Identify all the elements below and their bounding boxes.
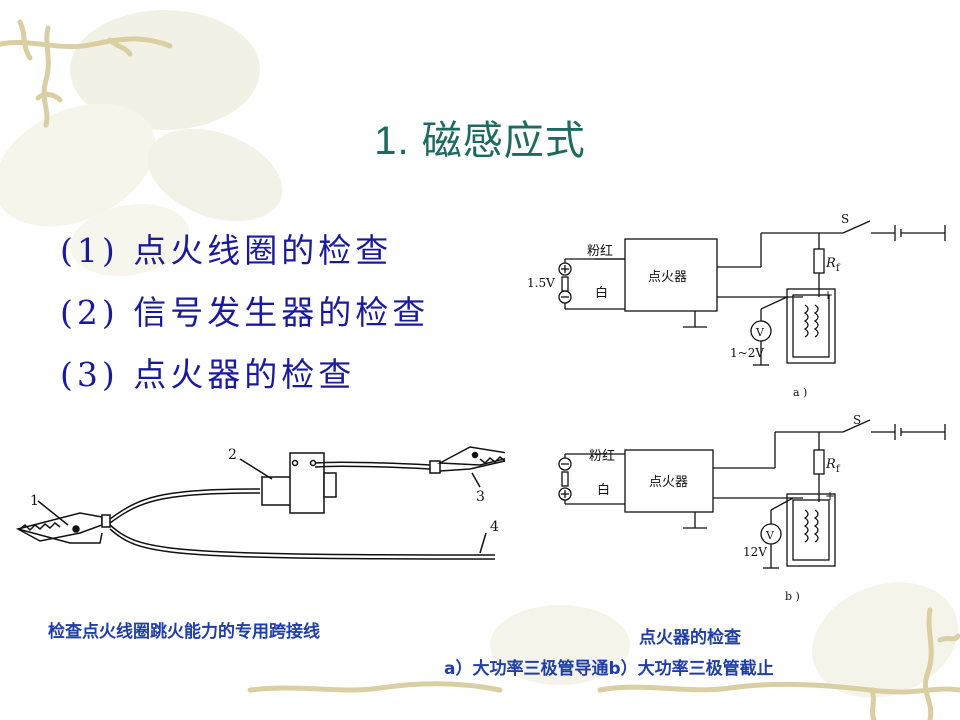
meter-label: V (755, 326, 765, 339)
caption-b-marker: b (608, 659, 621, 679)
ignition-coil-icon (786, 493, 836, 567)
igniter-label: 点火器 (648, 270, 687, 285)
leaf-decoration-top-left (0, 10, 283, 277)
igniter-label: 点火器 (649, 475, 688, 490)
ignition-coil-icon (786, 288, 836, 364)
meter-reading: 12V (743, 545, 767, 559)
white-wire-label: 白 (597, 482, 610, 498)
list-item: (1) 点火线圈的检查 (60, 231, 393, 270)
figure-caption-a: a ) (793, 386, 807, 399)
alligator-clip-right (429, 446, 505, 474)
switch-label: S (841, 212, 849, 226)
pink-wire-label: 粉红 (587, 243, 613, 259)
resistor-icon (813, 248, 825, 274)
plus-label: + (823, 288, 833, 302)
vine-bottom (247, 607, 960, 720)
leaf-decoration-bottom-right (490, 582, 958, 698)
check-list: (1) 点火线圈的检查 (2) 信号发生器的检查 (3) 点火器的检查 (60, 226, 429, 412)
jumper-figure-caption: 检查点火线圈跳火能力的专用跨接线 (48, 622, 320, 642)
callout-label: 4 (490, 519, 499, 535)
callout-label: 2 (228, 447, 237, 463)
resistor-subscript: f (836, 263, 841, 274)
ignition-circuit-b: 粉红 白 点火器 S R f + V 12V b ) (558, 413, 946, 603)
alligator-clip-left (15, 512, 111, 544)
figure-caption-b: b ) (785, 590, 800, 603)
callout-label: 1 (30, 493, 39, 509)
igniter-figure-caption-detail: a）大功率三极管导通b）大功率三极管截止 (444, 654, 774, 679)
list-item: (3) 点火器的检查 (60, 355, 356, 394)
resistor-icon (813, 449, 825, 475)
resistor-subscript: f (836, 464, 841, 475)
white-wire-label: 白 (595, 285, 608, 301)
igniter-box (624, 238, 718, 312)
pink-wire-label: 粉红 (589, 448, 615, 464)
signal-source-icon (561, 471, 569, 487)
switch-label: S (853, 413, 861, 427)
meter-label: V (765, 529, 775, 542)
signal-source-icon (561, 276, 569, 292)
slide-title: 1. 磁感应式 (374, 119, 586, 163)
resistor-label: R (825, 457, 836, 472)
igniter-figure-caption-title: 点火器的检查 (639, 628, 741, 648)
resistor-label: R (825, 256, 836, 271)
meter-reading: 1~2V (730, 346, 764, 360)
igniter-box (624, 449, 714, 513)
plus-label: + (825, 489, 835, 503)
vine-top-left (0, 19, 173, 128)
caption-b-text: ）大功率三极管截止 (620, 659, 774, 679)
input-voltage-label: 1.5V (527, 276, 555, 290)
list-item: (2) 信号发生器的检查 (60, 293, 430, 332)
caption-a-marker: a (444, 659, 456, 679)
jumper-wire-figure: 1 2 3 4 (15, 446, 505, 560)
caption-a-text: ）大功率三极管导通 (455, 659, 609, 679)
callout-label: 3 (476, 489, 485, 505)
ignition-circuit-a: 粉红 白 1.5V 点火器 S R f + V 1~2V a ) (527, 212, 946, 399)
